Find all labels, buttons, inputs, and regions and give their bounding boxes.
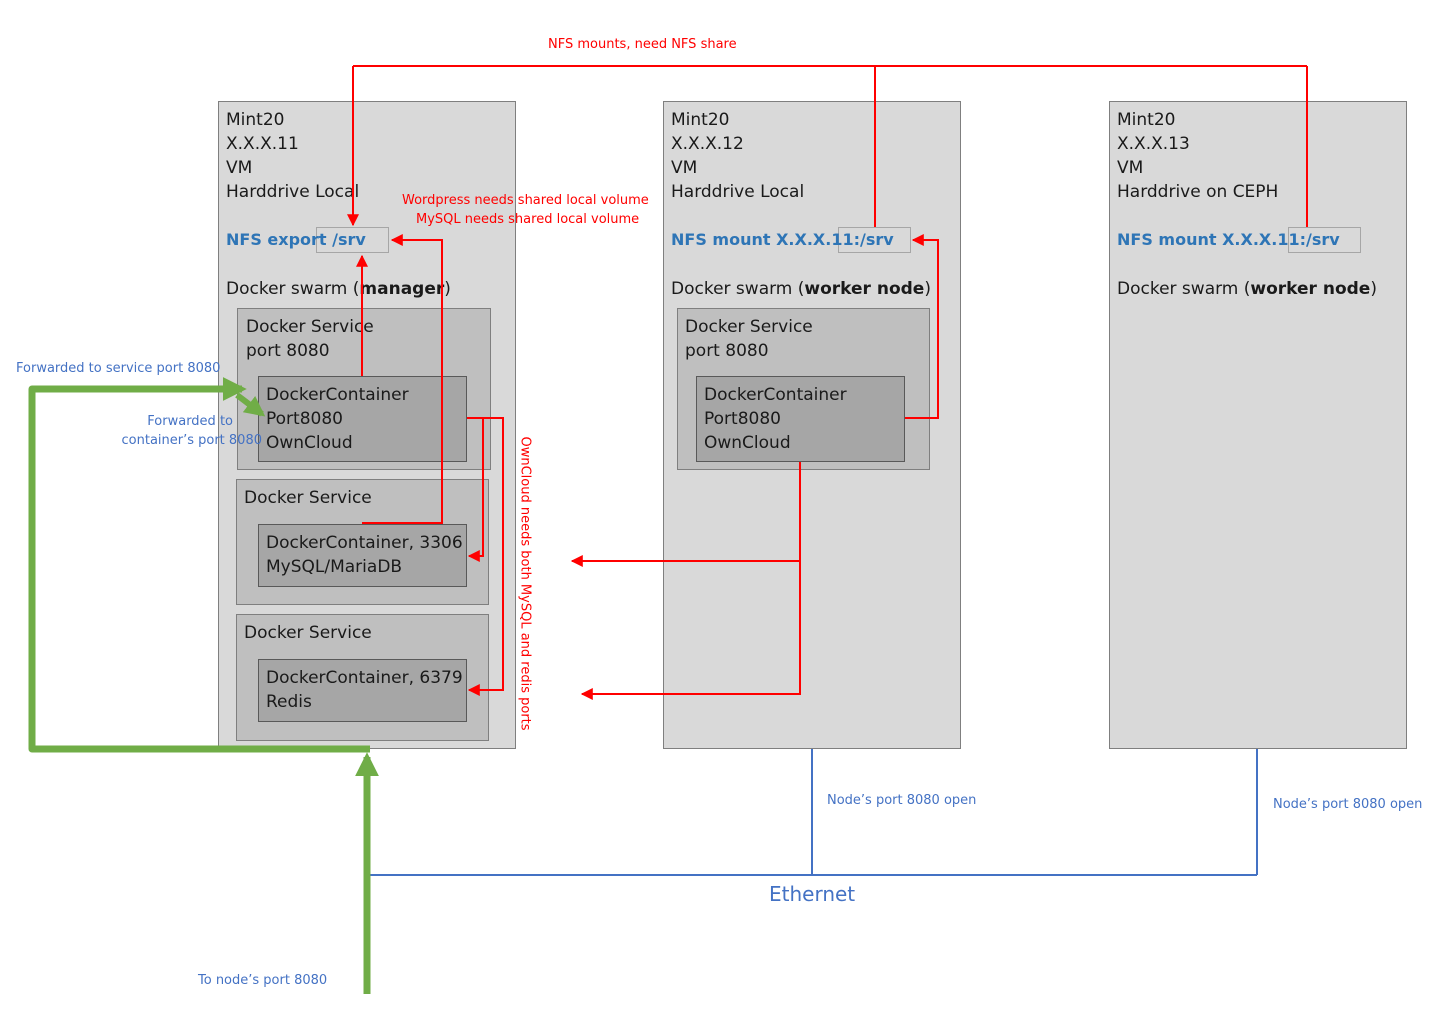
node-manager-info: Mint20 X.X.X.11 VM Harddrive Local bbox=[226, 108, 359, 204]
node-worker-12-info: Mint20 X.X.X.12 VM Harddrive Local bbox=[671, 108, 804, 204]
label-to-node-port: To node’s port 8080 bbox=[198, 973, 328, 988]
container-mysql-text: DockerContainer, 3306 MySQL/MariaDB bbox=[266, 533, 463, 577]
nfs-slot-manager bbox=[316, 227, 389, 253]
node-os: Mint20 bbox=[1117, 110, 1176, 130]
label-mysql-volume: MySQL needs shared local volume bbox=[416, 212, 640, 227]
label-node-port-open-12: Node’s port 8080 open bbox=[827, 793, 977, 808]
label-forwarded-container: Forwarded to container’s port 8080 bbox=[121, 414, 263, 448]
label-owncloud-needs: OwnCloud needs both MySQL and redis port… bbox=[517, 436, 533, 731]
label-nfs-mounts: NFS mounts, need NFS share bbox=[548, 37, 737, 52]
service-mysql-title: Docker Service bbox=[244, 488, 372, 508]
mysql-to-nfs-arrow bbox=[362, 234, 443, 524]
container-owncloud-worker bbox=[696, 376, 905, 462]
node-type: VM bbox=[671, 158, 698, 178]
forward-to-container-arrow bbox=[235, 392, 266, 417]
node-worker-13-info: Mint20 X.X.X.13 VM Harddrive on CEPH bbox=[1117, 108, 1278, 204]
nfs-mount-label-12: NFS mount X.X.X.11:/srv bbox=[671, 230, 894, 249]
owncloud-to-mysql-arrow bbox=[467, 417, 484, 562]
node-worker-13 bbox=[1109, 101, 1407, 749]
node-type: VM bbox=[226, 158, 253, 178]
worker-to-nfs-arrow bbox=[905, 234, 939, 419]
nfs-slot-worker-12 bbox=[838, 227, 911, 253]
service-redis-title: Docker Service bbox=[244, 623, 372, 643]
container-owncloud-manager-text: DockerContainer Port8080 OwnCloud bbox=[266, 385, 409, 453]
node-type: VM bbox=[1117, 158, 1144, 178]
node-disk: Harddrive on CEPH bbox=[1117, 182, 1279, 202]
swarm-role-manager: Docker swarm (manager) bbox=[226, 279, 451, 299]
ingress-loop bbox=[28, 377, 370, 753]
label-wordpress-volume: Wordpress needs shared local volume bbox=[402, 193, 649, 208]
swarm-role-worker-13: Docker swarm (worker node) bbox=[1117, 279, 1377, 299]
container-owncloud-worker-text: DockerContainer Port8080 OwnCloud bbox=[704, 385, 847, 453]
node-ip: X.X.X.13 bbox=[1117, 134, 1190, 154]
node-disk: Harddrive Local bbox=[226, 182, 360, 202]
node-os: Mint20 bbox=[226, 110, 285, 130]
node-ip: X.X.X.11 bbox=[226, 134, 299, 154]
nfs-slot-worker-13 bbox=[1288, 227, 1361, 253]
container-redis-text: DockerContainer, 6379 Redis bbox=[266, 668, 463, 712]
swarm-role-worker-12: Docker swarm (worker node) bbox=[671, 279, 931, 299]
service-owncloud-title: Docker Service port 8080 bbox=[246, 317, 374, 361]
nfs-export-label: NFS export /srv bbox=[226, 230, 366, 249]
container-owncloud-manager bbox=[258, 376, 467, 462]
owncloud-to-redis-arrow bbox=[467, 417, 504, 696]
label-ethernet: Ethernet bbox=[769, 882, 856, 906]
nfs-mount-label-13: NFS mount X.X.X.11:/srv bbox=[1117, 230, 1340, 249]
label-node-port-open-13: Node’s port 8080 open bbox=[1273, 797, 1423, 812]
label-forwarded-service: Forwarded to service port 8080 bbox=[16, 361, 221, 376]
worker-to-redis-arrow bbox=[580, 561, 801, 700]
node-os: Mint20 bbox=[671, 110, 730, 130]
worker-to-mysql-arrow bbox=[570, 462, 801, 567]
node-disk: Harddrive Local bbox=[671, 182, 805, 202]
container-mysql bbox=[258, 524, 467, 587]
container-redis bbox=[258, 659, 467, 722]
node-ip: X.X.X.12 bbox=[671, 134, 744, 154]
service-owncloud-worker-title: Docker Service port 8080 bbox=[685, 317, 813, 361]
